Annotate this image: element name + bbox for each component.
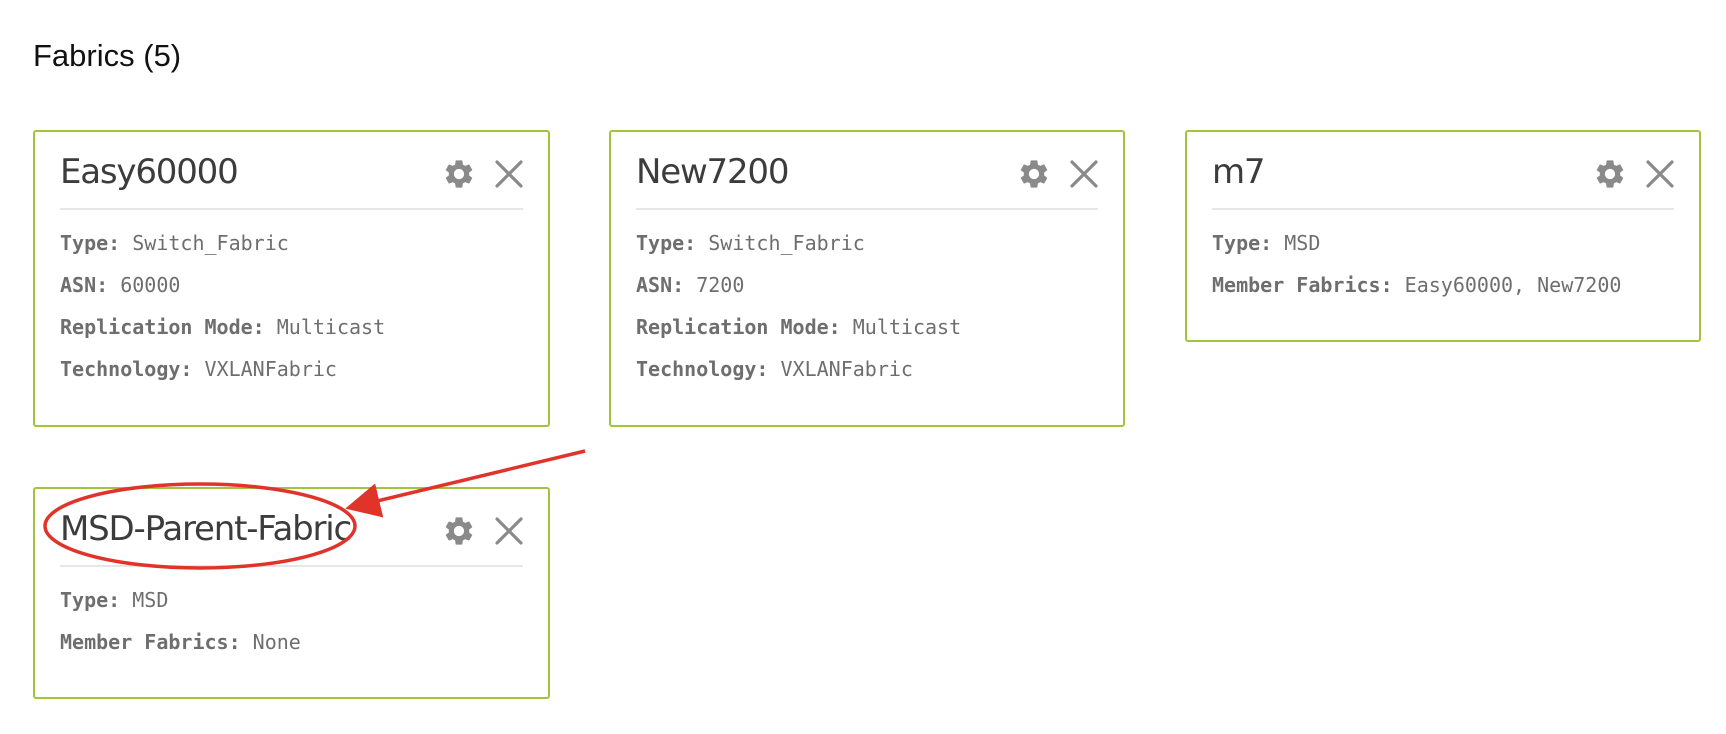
- property-member-fabrics: Member Fabrics: None: [60, 630, 301, 654]
- fabric-properties: Type: Switch_Fabric ASN: 60000 Replicati…: [60, 231, 385, 399]
- close-icon[interactable]: [491, 513, 527, 549]
- fabric-properties: Type: MSD Member Fabrics: Easy60000, New…: [1212, 231, 1621, 315]
- fabric-name[interactable]: Easy60000: [60, 152, 239, 192]
- fabric-card-msd-parent-fabric[interactable]: MSD-Parent-Fabric Type: MSD Member Fabri…: [33, 487, 550, 699]
- gear-icon[interactable]: [1016, 156, 1052, 192]
- card-actions: [1592, 156, 1678, 192]
- fabric-card-new7200[interactable]: New7200 Type: Switch_Fabric ASN: 7200 Re…: [609, 130, 1125, 427]
- fabric-card-easy60000[interactable]: Easy60000 Type: Switch_Fabric ASN: 60000…: [33, 130, 550, 427]
- fabric-properties: Type: Switch_Fabric ASN: 7200 Replicatio…: [636, 231, 961, 399]
- property-technology: Technology: VXLANFabric: [60, 357, 337, 381]
- page-title: Fabrics (5): [33, 38, 182, 73]
- property-member-fabrics: Member Fabrics: Easy60000, New7200: [1212, 273, 1622, 297]
- property-replication-mode: Replication Mode: Multicast: [636, 315, 962, 339]
- fabric-name[interactable]: m7: [1212, 152, 1266, 192]
- card-actions: [441, 513, 527, 549]
- close-icon[interactable]: [1642, 156, 1678, 192]
- fabric-properties: Type: MSD Member Fabrics: None: [60, 588, 301, 672]
- property-asn: ASN: 7200: [636, 273, 745, 297]
- card-actions: [1016, 156, 1102, 192]
- fabric-name[interactable]: MSD-Parent-Fabric: [60, 509, 352, 549]
- property-replication-mode: Replication Mode: Multicast: [60, 315, 386, 339]
- property-type: Type: MSD: [1212, 231, 1321, 255]
- gear-icon[interactable]: [441, 156, 477, 192]
- close-icon[interactable]: [1066, 156, 1102, 192]
- gear-icon[interactable]: [1592, 156, 1628, 192]
- property-type: Type: Switch_Fabric: [60, 231, 289, 255]
- close-icon[interactable]: [491, 156, 527, 192]
- fabric-card-m7[interactable]: m7 Type: MSD Member Fabrics: Easy60000, …: [1185, 130, 1701, 342]
- property-technology: Technology: VXLANFabric: [636, 357, 913, 381]
- card-divider: [1212, 208, 1674, 210]
- card-divider: [60, 208, 523, 210]
- card-divider: [60, 565, 523, 567]
- property-type: Type: MSD: [60, 588, 169, 612]
- property-type: Type: Switch_Fabric: [636, 231, 865, 255]
- card-actions: [441, 156, 527, 192]
- gear-icon[interactable]: [441, 513, 477, 549]
- property-asn: ASN: 60000: [60, 273, 181, 297]
- fabric-name[interactable]: New7200: [636, 152, 789, 192]
- card-divider: [636, 208, 1098, 210]
